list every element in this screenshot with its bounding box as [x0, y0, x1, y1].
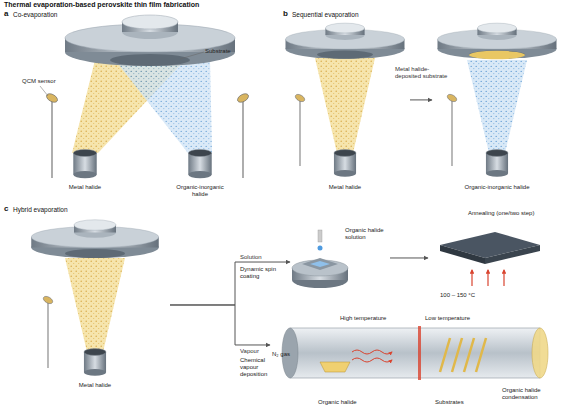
- flow-arrow: [390, 257, 428, 258]
- source-label: Metal halide: [320, 184, 370, 191]
- cvd-furnace: High temperature Low temperature N₂ gasOrg…: [270, 315, 562, 412]
- panel-heading: Sequential evaporation: [292, 11, 359, 18]
- temperature-label: 100 – 150 °C: [440, 292, 500, 299]
- evaporation-chamber: Metal halide: [285, 20, 410, 205]
- step-label: Annealing (one/two step): [468, 210, 560, 217]
- zone-label: High temperature: [340, 315, 402, 322]
- step-note: Chemical vapour deposition: [240, 357, 272, 378]
- sequential-chamber: [438, 23, 557, 177]
- flow-arrow: [170, 262, 290, 305]
- part-label: Substrate: [205, 48, 245, 55]
- source-label: Organic-inorganic halide: [462, 184, 532, 191]
- panel-heading: Co-evaporation: [13, 11, 57, 18]
- co-evaporation-chamber: [40, 15, 250, 178]
- gas-label: N₂ gas: [272, 351, 297, 358]
- sequential-chamber: [286, 23, 405, 177]
- arrow-label: Solution: [240, 254, 285, 261]
- panel-heading: Hybrid evaporation: [13, 206, 68, 213]
- source-label: Organic halide: [318, 399, 373, 406]
- evaporation-chamber: Organic-inorganic halide: [432, 20, 562, 205]
- solution-label: Organic halide solution: [345, 227, 390, 241]
- figure-title: Thermal evaporation-based perovskite thi…: [4, 1, 199, 9]
- panel-letter: b: [283, 9, 288, 18]
- panel-letter: a: [4, 9, 8, 18]
- zone-label: Low temperature: [425, 315, 487, 322]
- source-label: Metal halide: [60, 184, 110, 191]
- flow-arrow: [410, 99, 432, 100]
- hybrid-chamber: [31, 220, 159, 376]
- arrow-label: Vapour: [240, 348, 270, 355]
- cvd-tube: [282, 326, 548, 380]
- source-label: Organic-inorganic halide: [169, 184, 231, 198]
- flow-arrow: [170, 305, 270, 345]
- annealing-plate: Annealing (one/two step) 100 – 150 °C: [428, 208, 562, 303]
- source-label: Metal halide: [70, 382, 120, 389]
- step-note: Dynamic spin coating: [240, 266, 288, 280]
- arrow-label: Metal halide-deposited substrate: [395, 66, 453, 80]
- panel-letter: c: [4, 204, 8, 213]
- evaporation-chamber: QCM sensor SubstrateMetal halide Organic-i…: [20, 20, 265, 205]
- part-label: Substrates: [435, 399, 480, 406]
- spin-coater: Organic halide solution: [290, 225, 390, 295]
- spin-coater: [292, 230, 348, 288]
- evaporation-chamber: Metal halide: [20, 215, 170, 410]
- instrument-label: QCM sensor: [22, 78, 56, 85]
- hot-plate: [440, 232, 540, 286]
- part-label: Organic halide condensation: [502, 387, 560, 401]
